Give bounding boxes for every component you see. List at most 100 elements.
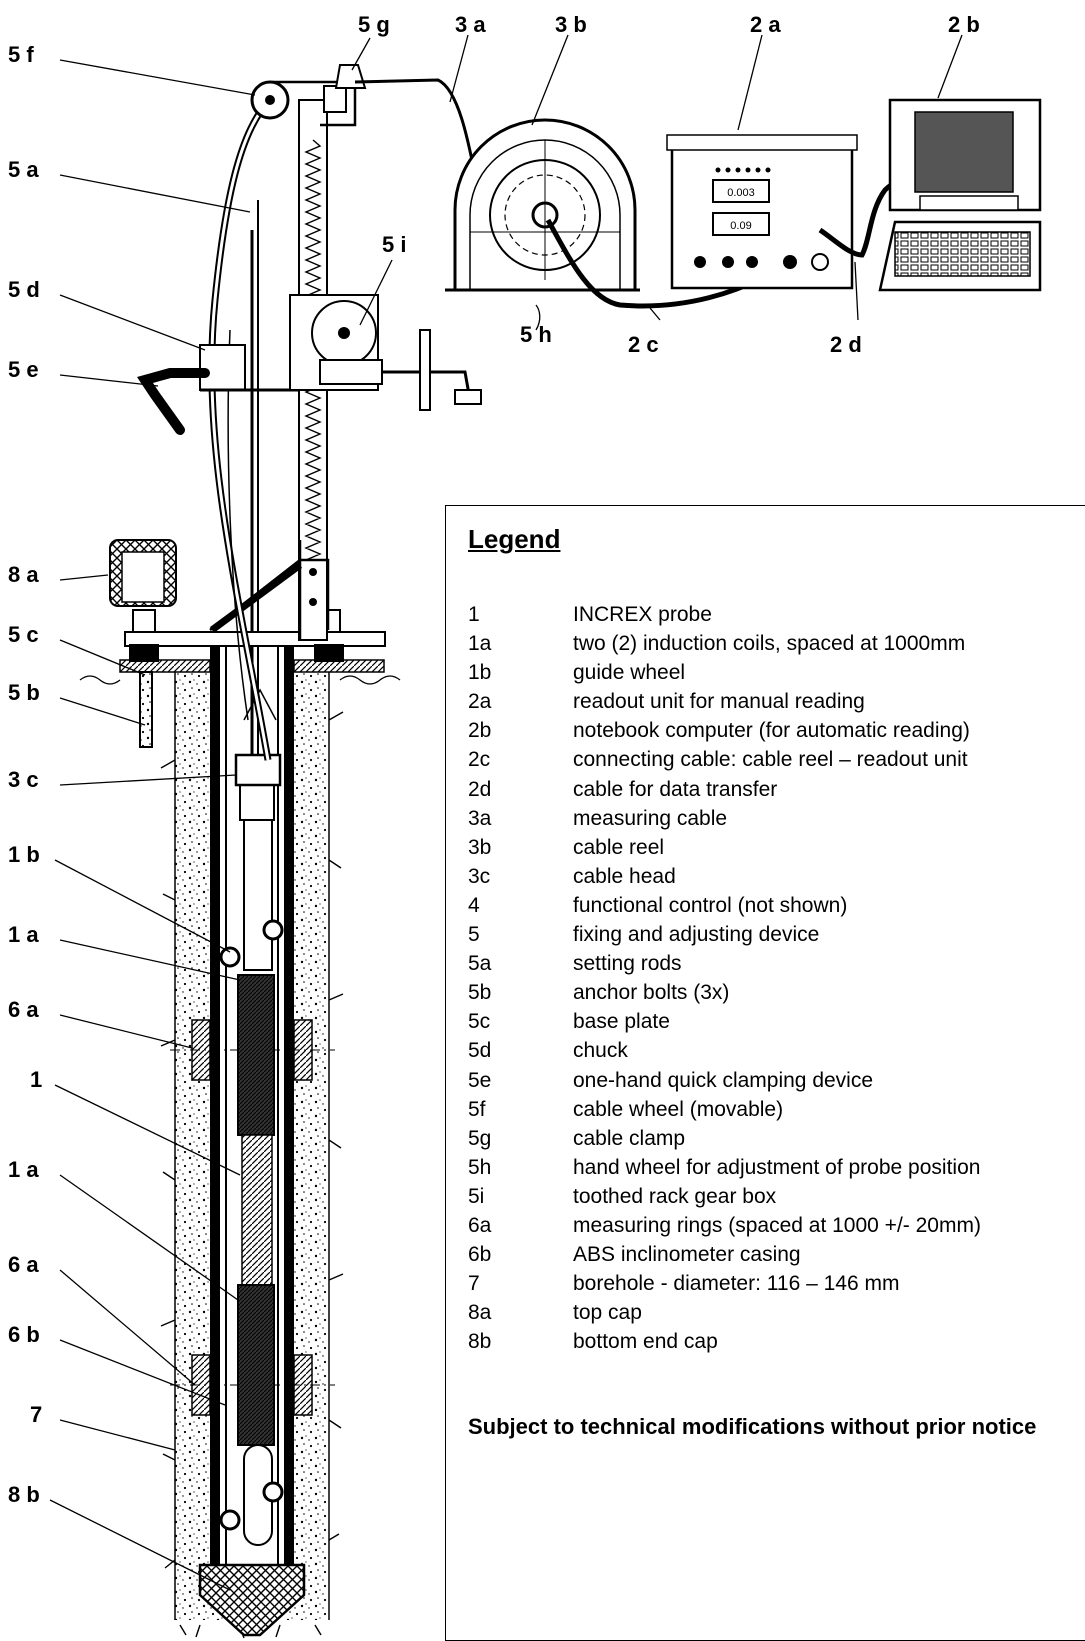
legend-item: 5a setting rods [468,949,1085,978]
legend-item: 3b cable reel [468,833,1085,862]
legend-item-code: 5h [468,1155,492,1179]
legend-item-text: setting rods [573,952,682,976]
legend-item-code: 5d [468,1039,492,1063]
leader-lines [49,34,963,1591]
guide-wheels [219,919,284,1531]
legend-item-text: cable clamp [573,1126,686,1150]
legend-item-code: 7 [468,1272,480,1296]
legend-item-code: 8b [468,1330,492,1354]
legend-item-text: cable for data transfer [573,777,778,801]
legend-item-code: 6b [468,1243,492,1267]
legend-item-code: 6a [468,1213,492,1237]
legend-item: 2d cable for data transfer [468,775,1085,804]
legend-item-code: 3a [468,806,492,830]
legend-item: 1b guide wheel [468,658,1085,687]
callout-5e: 5 e [8,357,39,382]
measuring-ring-upper [170,1019,335,1081]
legend-item-code: 2b [468,719,492,743]
callout-1: 1 [30,1067,42,1092]
legend-item: 5d chuck [468,1036,1085,1065]
legend-item-text: cable head [573,864,676,888]
callout-6b: 6 b [8,1322,40,1347]
legend-item-code: 5f [468,1097,486,1121]
legend-item-text: connecting cable: cable reel – readout u… [573,748,968,772]
legend-item-code: 2d [468,777,492,801]
legend-item: 5g cable clamp [468,1124,1085,1153]
legend-item-code: 2a [468,690,492,714]
legend-item-code: 5e [468,1068,492,1092]
legend-item-code: 5 [468,923,480,947]
legend-item-text: ABS inclinometer casing [573,1243,801,1267]
callout-3b: 3 b [555,12,587,37]
legend-item-text: base plate [573,1010,670,1034]
legend-item: 3c cable head [468,862,1085,891]
cable-reel [445,118,640,292]
rack-gear-box [289,294,383,391]
legend-item-text: functional control (not shown) [573,893,848,917]
callout-5g: 5 g [358,12,390,37]
legend-item-code: 3b [468,835,492,859]
callout-2d: 2 d [830,332,862,357]
chuck [199,344,300,392]
cable-head [234,753,282,787]
legend-item: 2c connecting cable: cable reel – readout… [468,745,1085,774]
callout-5b: 5 b [8,680,40,705]
legend-note: Subject to technical modifications witho… [468,1414,1037,1439]
legend-item: 2b notebook computer (for automatic readi… [468,716,1085,745]
callout-2a: 2 a [750,12,781,37]
bottom-end-cap [198,1563,306,1637]
callout-8b: 8 b [8,1482,40,1507]
legend-item-text: toothed rack gear box [573,1184,777,1208]
legend-title: Legend [468,524,561,554]
legend-item: 1a two (2) induction coils, spaced at 100… [468,629,1085,658]
legend-item: 4 functional control (not shown) [468,891,1085,920]
quick-clamp [137,368,210,435]
legend-item-text: guide wheel [573,661,686,685]
callout-5f: 5 f [8,42,34,67]
cable-wheel [250,80,357,127]
callout-6a-lower: 6 a [8,1252,39,1277]
readout-display-2: 0.09 [730,220,751,232]
legend-item: 8b bottom end cap [468,1327,1085,1356]
legend-item-text: notebook computer (for automatic reading… [573,719,970,743]
callout-2b: 2 b [948,12,980,37]
notebook-computer [878,98,1042,292]
callout-5d: 5 d [8,277,40,302]
legend-item: 1 INCREX probe [468,600,1085,629]
legend-panel: Legend 1 INCREX probe 1a two (2) induction … [445,505,1085,1641]
legend-item-code: 2c [468,748,491,772]
legend-item-text: measuring cable [573,806,728,830]
callout-1b: 1 b [8,842,40,867]
legend-item-text: cable reel [573,835,665,859]
legend-item-code: 1a [468,632,492,656]
legend-item-code: 1 [468,603,480,626]
legend-item-code: 5c [468,1010,491,1034]
legend-item: 3a measuring cable [468,804,1085,833]
legend-item-code: 5a [468,952,492,976]
increx-probe [237,200,277,1546]
callout-5h: 5 h [520,322,552,347]
callout-3a: 3 a [455,12,486,37]
callout-1a-upper: 1 a [8,922,39,947]
callout-8a: 8 a [8,562,39,587]
callout-3c: 3 c [8,767,39,792]
legend-item-text: bottom end cap [573,1330,718,1354]
legend-item-text: INCREX probe [573,603,712,626]
legend-item-text: one-hand quick clamping device [573,1068,874,1092]
legend-item: 5h hand wheel for adjustment of probe pos… [468,1153,1085,1182]
legend-item-code: 3c [468,864,491,888]
legend-item-text: two (2) induction coils, spaced at 1000m… [573,632,966,656]
legend-item-text: hand wheel for adjustment of probe posit… [573,1155,981,1179]
legend-item-code: 1b [468,661,492,685]
legend-item-text: chuck [573,1039,628,1063]
readout-unit [666,134,858,290]
legend-item-code: 4 [468,893,480,917]
legend-item-code: 5g [468,1126,492,1150]
legend-item-text: anchor bolts (3x) [573,981,730,1005]
